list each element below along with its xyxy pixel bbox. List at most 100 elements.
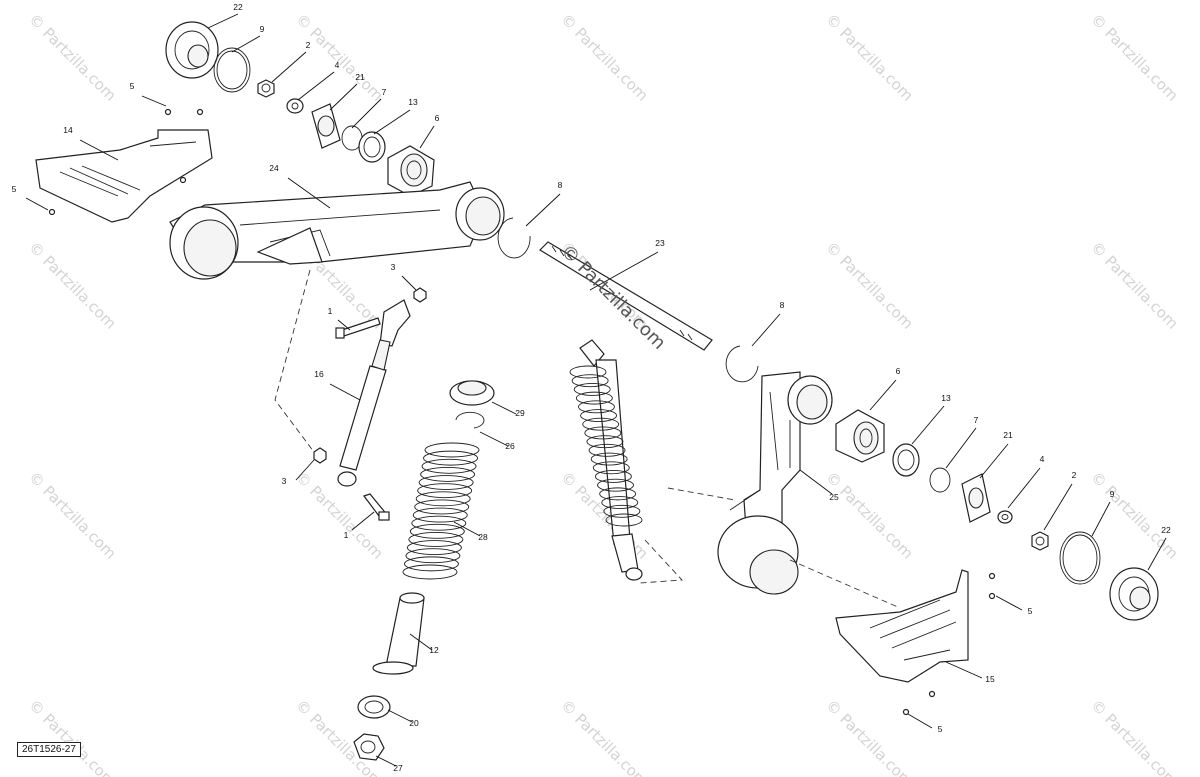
callout-leader-line <box>375 755 397 767</box>
callout-leader-line <box>141 95 167 107</box>
shock-spring-coil <box>597 478 634 492</box>
dashed-guide-right <box>667 487 736 501</box>
callout-label: 5 <box>130 81 135 91</box>
callout-leader-line <box>387 709 413 723</box>
callout-leader-line <box>373 109 411 135</box>
callout-label: 5 <box>12 184 17 194</box>
watermark-text: © Partzilla.com <box>1087 468 1182 563</box>
callout-label: 25 <box>829 492 839 502</box>
callout-label: 7 <box>974 415 979 425</box>
callout-label: 21 <box>1003 430 1013 440</box>
spring-coil <box>414 499 470 515</box>
callout-label: 24 <box>269 163 279 173</box>
callout-label: 21 <box>355 72 365 82</box>
shock-spring-coil <box>573 382 611 396</box>
part-13-ring-left <box>358 131 386 163</box>
callout-label: 22 <box>1161 525 1171 535</box>
spring-coil <box>424 442 480 458</box>
part-12-spacer-tube <box>372 592 425 675</box>
shock-spring-coil <box>578 400 615 414</box>
shock-spring-coil <box>594 470 632 483</box>
watermark-text: © Partzilla.com <box>1087 238 1182 333</box>
callout-label: 20 <box>409 718 419 728</box>
callout-leader-line <box>525 193 561 227</box>
callout-leader-line <box>1007 467 1041 509</box>
callout-leader-line <box>329 383 361 401</box>
callout-label: 8 <box>558 180 563 190</box>
part-9-clamp-right <box>1059 531 1101 585</box>
callout-leader-line <box>25 197 49 211</box>
part-29-spring-seat <box>449 380 495 406</box>
callout-label: 27 <box>393 763 403 773</box>
callout-leader-line <box>297 71 335 101</box>
shock-spring-coil <box>586 435 624 449</box>
callout-leader-line <box>231 35 261 53</box>
shock-spring-coil <box>601 496 639 510</box>
shock-spring-coil <box>603 504 641 518</box>
callout-label: 13 <box>408 97 418 107</box>
callout-leader-line <box>329 83 358 111</box>
part-3-nut-lower <box>313 447 327 464</box>
spring-coil <box>406 540 462 556</box>
part-4-washer-right <box>997 510 1013 524</box>
watermark-text: © Partzilla.com <box>822 468 917 563</box>
part-2-nut-right <box>1031 531 1049 551</box>
callout-label: 6 <box>896 366 901 376</box>
part-16-shock-absorber <box>337 299 411 487</box>
callout-label: 2 <box>306 40 311 50</box>
spring-coil <box>405 548 461 564</box>
callout-leader-line <box>337 319 351 331</box>
part-22-bearing-cap-left <box>165 21 219 79</box>
watermark-text: © Partzilla.com <box>25 10 120 105</box>
callout-leader-line <box>401 275 417 291</box>
part-22-bearing-cap-right <box>1109 567 1159 621</box>
spring-coil <box>417 483 473 499</box>
shock-spring-coil <box>590 452 628 466</box>
callout-label: 6 <box>435 113 440 123</box>
callout-label: 9 <box>260 24 265 34</box>
callout-leader-line <box>911 405 945 445</box>
callout-leader-line <box>295 459 315 481</box>
callout-label: 7 <box>382 87 387 97</box>
spring-coil <box>402 564 458 580</box>
callout-label: 8 <box>780 300 785 310</box>
callout-leader-line <box>945 661 983 679</box>
callout-label: 3 <box>391 262 396 272</box>
shock-spring-coil <box>571 374 609 388</box>
part-5-bolt-right <box>902 708 910 716</box>
watermark-text: © Partzilla.com <box>557 468 652 563</box>
callout-leader-line <box>453 521 481 537</box>
part-21-seal-plate-left <box>311 103 341 149</box>
callout-leader-line <box>409 633 433 651</box>
part-1-bolt-upper <box>335 317 381 339</box>
callout-label: 14 <box>63 125 73 135</box>
callout-leader-line <box>287 177 331 209</box>
watermark-text: © Partzilla.com <box>25 696 120 777</box>
callout-label: 4 <box>335 60 340 70</box>
callout-leader-line <box>491 401 517 415</box>
callout-label: 5 <box>1028 606 1033 616</box>
spring-coil <box>418 475 474 490</box>
part-7-circlip-right <box>929 467 951 493</box>
part-24-swing-arm <box>169 181 505 280</box>
watermark-text: © Partzilla.com <box>1087 10 1182 105</box>
part-6-bearing-right <box>835 409 885 463</box>
spring-coil <box>421 458 477 474</box>
callout-leader-line <box>979 443 1009 479</box>
part-23-shaft <box>539 241 713 351</box>
callout-leader-line <box>799 469 833 495</box>
callout-leader-line <box>589 251 659 291</box>
spring-coil <box>408 532 464 547</box>
part-9-clamp-left <box>213 47 251 93</box>
watermark-center: © Partzilla.com <box>556 241 669 354</box>
callout-label: 2 <box>1072 470 1077 480</box>
spring-coil <box>412 507 468 523</box>
watermark-text: © Partzilla.com <box>822 696 917 777</box>
part-25-swing-arm-right <box>717 371 833 595</box>
spring-coil <box>420 466 476 482</box>
shock-spring-coil <box>599 487 637 501</box>
callout-label: 1 <box>344 530 349 540</box>
spring-coil <box>404 556 459 572</box>
